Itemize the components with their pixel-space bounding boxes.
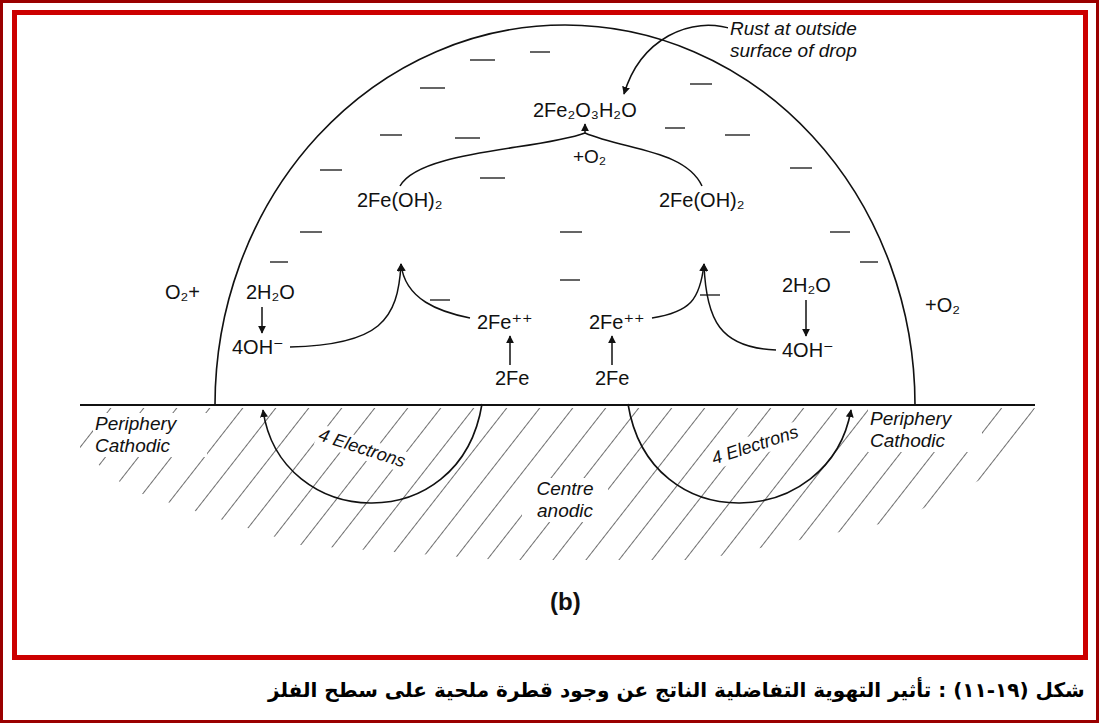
anode-label: Centre anodic xyxy=(522,478,608,522)
chemical-formula: +O₂ xyxy=(571,146,608,168)
panel-letter: (b) xyxy=(548,588,583,616)
electron-flow xyxy=(263,404,482,503)
chemical-formula: 2Fe(OH)₂ xyxy=(657,189,747,212)
figure-caption: شكل (١٩-١١) : تأثير التهوية التفاضلية ال… xyxy=(268,678,1085,702)
ion-label: 2Fe⁺⁺ xyxy=(475,311,535,334)
metal-label: 2Fe xyxy=(593,367,631,390)
chemical-formula: +O₂ xyxy=(923,294,962,317)
reaction-curve xyxy=(290,264,401,347)
metal-label: 2Fe xyxy=(493,367,531,390)
metal-surface xyxy=(80,404,1035,406)
inner-frame xyxy=(15,13,1086,658)
reaction-arrow xyxy=(261,307,263,333)
water-dashes xyxy=(270,52,878,300)
ion-label: 4OH⁻ xyxy=(780,339,836,362)
callout-note: Rust at outside surface of drop xyxy=(728,18,922,62)
reaction-arrow xyxy=(509,336,511,365)
cathode-label: Periphery Cathodic xyxy=(93,413,207,457)
cathode-label: Periphery Cathodic xyxy=(868,408,982,452)
ion-label: 4OH⁻ xyxy=(230,336,286,359)
reaction-arrow xyxy=(805,300,807,336)
chemical-formula: 2H₂O xyxy=(780,274,833,297)
reaction-arrow xyxy=(611,336,613,365)
rust-leader xyxy=(624,25,735,94)
drop-outline xyxy=(215,25,915,405)
ion-label: 2Fe⁺⁺ xyxy=(587,311,647,334)
chemical-formula: 2H₂O xyxy=(244,281,297,304)
reaction-curve xyxy=(401,264,470,318)
electron-flow xyxy=(628,404,851,503)
chemical-formula: 2Fe₂O₃H₂O xyxy=(531,99,639,122)
reaction-curve xyxy=(400,133,585,186)
reaction-curve xyxy=(652,264,704,318)
reaction-arrow xyxy=(584,124,586,134)
chemical-formula: O₂+ xyxy=(163,281,202,304)
metal-hatching xyxy=(80,408,1035,560)
reaction-curve xyxy=(704,264,776,350)
chemical-formula: 2Fe(OH)₂ xyxy=(355,189,445,212)
